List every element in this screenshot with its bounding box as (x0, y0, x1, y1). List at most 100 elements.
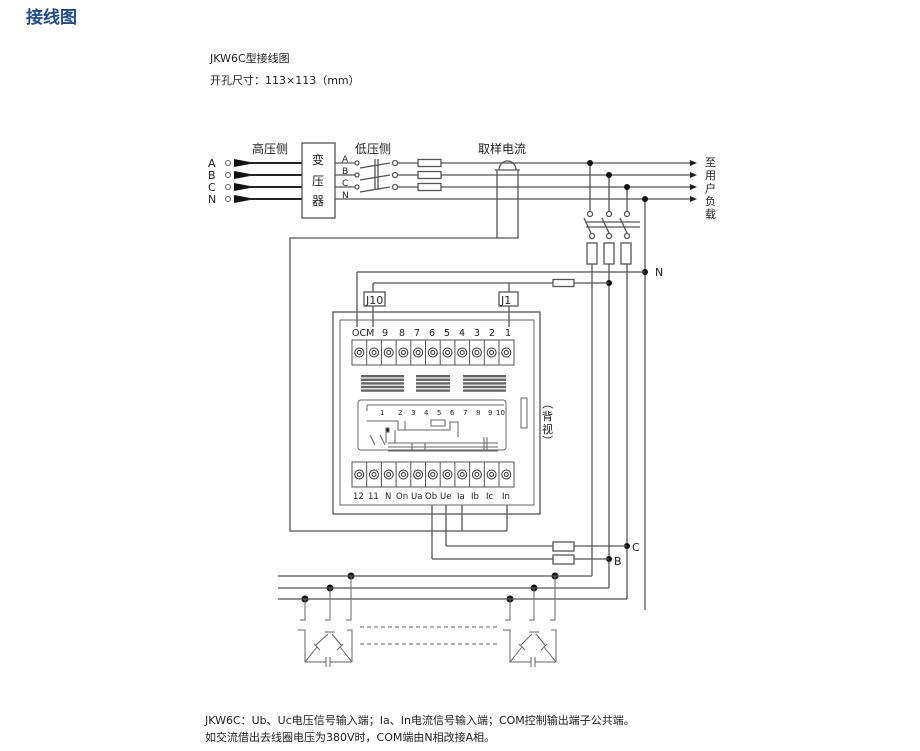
terminal-label: N (385, 492, 391, 502)
terminal-screw-icon (459, 350, 465, 355)
terminal-screw-icon (400, 472, 406, 477)
j1-label: J1 (500, 294, 511, 307)
terminal-screw-icon (415, 472, 421, 477)
panel-number: 4 (424, 409, 429, 417)
top-terminal-strip (351, 339, 515, 366)
hv-phase-b: B (208, 169, 216, 182)
terminal-screw-icon (489, 472, 495, 477)
terminal-screw-icon (442, 469, 453, 480)
vent-slot (463, 378, 506, 381)
terminal-label: 11 (368, 492, 379, 502)
lv-phase-c: C (342, 179, 348, 189)
to-load-char: 用 (705, 169, 716, 182)
terminal-label: 3 (474, 328, 480, 339)
terminal-screw-icon (430, 472, 436, 477)
vent-slot (416, 385, 450, 389)
transformer-char: 变 (312, 152, 324, 167)
terminal-label: 7 (414, 328, 420, 339)
vent-slot (361, 378, 404, 381)
terminal-screw-icon (413, 347, 424, 358)
to-load-char: 户 (705, 181, 716, 195)
vent-slot (416, 375, 450, 378)
terminal-screw-icon (371, 472, 377, 477)
vent-slots (361, 375, 506, 392)
terminal-screw-icon (430, 350, 436, 355)
capacitor-bank-1 (298, 576, 353, 667)
terminal-screw-icon (369, 469, 379, 480)
panel-number: 1 (380, 409, 384, 417)
terminal-screw-icon (369, 347, 379, 358)
control-wiring (356, 271, 645, 327)
terminal-screw-icon (415, 350, 421, 355)
terminal-screw-icon (398, 469, 409, 480)
terminal-screw-icon (471, 347, 482, 358)
bottom-terminal-strip (351, 461, 515, 488)
panel-circuit (366, 404, 504, 452)
terminal-screw-icon (457, 469, 468, 480)
terminal-screw-icon (383, 469, 394, 480)
terminal-label: 1 (505, 328, 511, 339)
terminal-screw-icon (356, 472, 362, 477)
to-load-label: 至 用 户 负 载 (705, 156, 716, 221)
top-terminal-labels: OCM 9 8 7 6 5 4 3 2 1 (352, 328, 511, 339)
vent-slot (361, 389, 404, 392)
to-load-char: 载 (705, 208, 716, 221)
terminal-screw-icon (386, 472, 392, 477)
terminal-screw-icon (386, 350, 392, 355)
panel-number: 6 (450, 409, 455, 417)
lv-phase-b: B (342, 167, 348, 177)
breakers (583, 163, 646, 610)
capacitor-bank-2 (503, 576, 557, 667)
panel-number: 7 (463, 409, 467, 417)
model-title: JKW6C型接线图 (210, 52, 290, 65)
panel-number: 3 (411, 409, 415, 417)
lv-side-label: 低压侧 (355, 142, 391, 156)
terminal-label: OCM (352, 328, 374, 339)
c-label: C (632, 541, 640, 554)
j10-label: J10 (365, 294, 383, 307)
lv-side: 低压侧 A B C N 至 用 户 负 载 (335, 142, 716, 221)
vent-slot (416, 378, 450, 381)
panel-number: 10 (496, 409, 505, 417)
terminal-screw-icon (457, 347, 468, 358)
terminal-screw-icon (474, 350, 480, 355)
terminal-label: 12 (353, 492, 364, 502)
transformer: 变 压 器 (301, 142, 336, 219)
terminal-screw-icon (486, 469, 497, 480)
panel-numbers: 1 2 3 4 5 6 7 8 9 10 (380, 409, 505, 417)
to-load-char: 负 (705, 194, 716, 208)
transformer-char: 压 (312, 174, 324, 188)
vent-slot (361, 375, 404, 378)
dashed-continuation (360, 626, 500, 645)
vent-slot (463, 382, 506, 385)
terminal-screw-icon (445, 472, 450, 477)
back-view-char: （ (541, 398, 554, 409)
terminal-label: 4 (459, 328, 465, 339)
terminal-screw-icon (371, 350, 377, 355)
terminal-label: Ic (486, 492, 494, 502)
terminal-label: 9 (382, 328, 388, 339)
terminal-label: On (396, 492, 408, 502)
hv-phase-a: A (208, 157, 216, 170)
terminal-screw-icon (354, 469, 365, 480)
terminal-screw-icon (354, 347, 365, 358)
terminal-screw-icon (474, 472, 480, 477)
meter-back-view: OCM 9 8 7 6 5 4 3 2 1 1 2 3 4 5 6 7 8 (332, 311, 554, 515)
cutout-size: 开孔尺寸：113×113（mm） (210, 74, 360, 87)
terminal-label: 6 (429, 328, 435, 339)
terminal-label: 2 (489, 328, 495, 339)
bottom-terminal-labels: 12 11 N On Ua Ob Ue Ia Ib Ic In (353, 492, 510, 502)
panel-number: 9 (488, 409, 492, 417)
current-sampling-label: 取样电流 (478, 141, 526, 156)
terminal-label: Ob (425, 492, 437, 502)
terminal-screw-icon (471, 469, 482, 480)
terminal-label: Ib (471, 492, 479, 502)
vent-slot (463, 375, 506, 378)
current-transformer: 取样电流 (289, 141, 526, 532)
capacitor-delta-icon (298, 576, 353, 667)
hv-inputs: 高压侧 A B C N (208, 141, 302, 206)
signal-wiring (278, 505, 627, 600)
terminal-screw-icon (400, 350, 406, 355)
terminal-screw-icon (501, 347, 512, 358)
